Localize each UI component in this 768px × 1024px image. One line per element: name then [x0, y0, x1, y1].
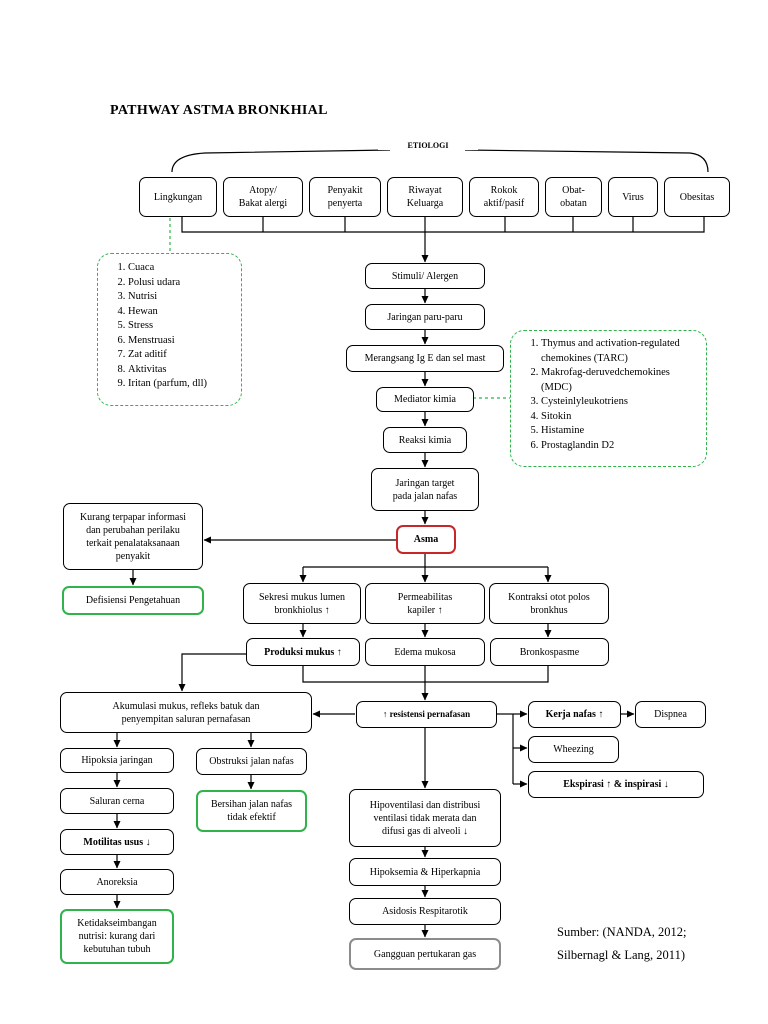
etiologi-penyakit-penyerta: Penyakit penyerta: [309, 177, 381, 217]
node-stimuli: Stimuli/ Alergen: [365, 263, 485, 289]
node-reaksi: Reaksi kimia: [383, 427, 467, 453]
etiologi-obesitas: Obesitas: [664, 177, 730, 217]
etiologi-label: ETIOLOGI: [378, 141, 478, 150]
etiologi-rokok: Rokok aktif/pasif: [469, 177, 539, 217]
node-hipoksemia: Hipoksemia & Hiperkapnia: [349, 858, 501, 886]
lingkungan-factor-list: Cuaca Polusi udara Nutrisi Hewan Stress …: [97, 253, 242, 406]
list-item: Histamine: [541, 424, 702, 439]
node-produksi-mukus: Produksi mukus ↑: [246, 638, 360, 666]
list-item: Sitokin: [541, 410, 702, 425]
list-item: Thymus and activation-regulated chemokin…: [541, 337, 702, 366]
diagnosis-defisiensi-pengetahuan: Defisiensi Pengetahuan: [62, 586, 204, 615]
node-wheezing: Wheezing: [528, 736, 619, 763]
list-item: Cysteinlyleukotriens: [541, 395, 702, 410]
node-motilitas: Motilitas usus ↓: [60, 829, 174, 855]
etiologi-riwayat-keluarga: Riwayat Keluarga: [387, 177, 463, 217]
node-hipoventilasi: Hipoventilasi dan distribusi ventilasi t…: [349, 789, 501, 847]
list-item: Cuaca: [128, 261, 241, 276]
list-item: Stress: [128, 319, 241, 334]
node-ekspirasi: Ekspirasi ↑ & inspirasi ↓: [528, 771, 704, 798]
node-permeabilitas: Permeabilitas kapiler ↑: [365, 583, 485, 624]
list-item: Menstruasi: [128, 334, 241, 349]
node-jaringan-target: Jaringan target pada jalan nafas: [371, 468, 479, 511]
list-item: Iritan (parfum, dll): [128, 377, 241, 392]
node-resistensi: ↑ resistensi pernafasan: [356, 701, 497, 728]
list-item: Zat aditif: [128, 348, 241, 363]
node-kontraksi: Kontraksi otot polos bronkhus: [489, 583, 609, 624]
diagnosis-bersihan-jalan-nafas: Bersihan jalan nafas tidak efektif: [196, 790, 307, 832]
list-item: Makrofag-deruvedchemokines (MDC): [541, 366, 702, 395]
node-merangsang: Merangsang Ig E dan sel mast: [346, 345, 504, 372]
node-asma: Asma: [396, 525, 456, 554]
list-item: Polusi udara: [128, 276, 241, 291]
node-edema: Edema mukosa: [365, 638, 485, 666]
page-title: PATHWAY ASTMA BRONKHIAL: [110, 103, 328, 118]
node-akumulasi: Akumulasi mukus, refleks batuk dan penye…: [60, 692, 312, 733]
node-obstruksi: Obstruksi jalan nafas: [196, 748, 307, 775]
node-hipoksia: Hipoksia jaringan: [60, 748, 174, 773]
node-bronkospasme: Bronkospasme: [490, 638, 609, 666]
node-jaringan-paru: Jaringan paru-paru: [365, 304, 485, 330]
list-item: Nutrisi: [128, 290, 241, 305]
node-sekresi: Sekresi mukus lumen bronkhiolus ↑: [243, 583, 361, 624]
list-item: Prostaglandin D2: [541, 439, 702, 454]
list-item: Hewan: [128, 305, 241, 320]
node-saluran-cerna: Saluran cerna: [60, 788, 174, 814]
source-citation: Sumber: (NANDA, 2012; Silbernagl & Lang,…: [557, 925, 687, 962]
node-mediator: Mediator kimia: [376, 387, 474, 412]
node-anoreksia: Anoreksia: [60, 869, 174, 895]
etiologi-obat: Obat- obatan: [545, 177, 602, 217]
etiologi-virus: Virus: [608, 177, 658, 217]
node-kerja-nafas: Kerja nafas ↑: [528, 701, 621, 728]
diagnosis-ketidakseimbangan-nutrisi: Ketidakseimbangan nutrisi: kurang dari k…: [60, 909, 174, 964]
etiologi-brace: [171, 149, 391, 173]
etiologi-lingkungan: Lingkungan: [139, 177, 217, 217]
node-kurang-info: Kurang terpapar informasi dan perubahan …: [63, 503, 203, 570]
etiologi-atopy: Atopy/ Bakat alergi: [223, 177, 303, 217]
node-asidosis: Asidosis Respitarotik: [349, 898, 501, 925]
mediator-list: Thymus and activation-regulated chemokin…: [510, 330, 707, 467]
node-dispnea: Dispnea: [635, 701, 706, 728]
list-item: Aktivitas: [128, 363, 241, 378]
diagnosis-gangguan-pertukaran-gas: Gangguan pertukaran gas: [349, 938, 501, 970]
